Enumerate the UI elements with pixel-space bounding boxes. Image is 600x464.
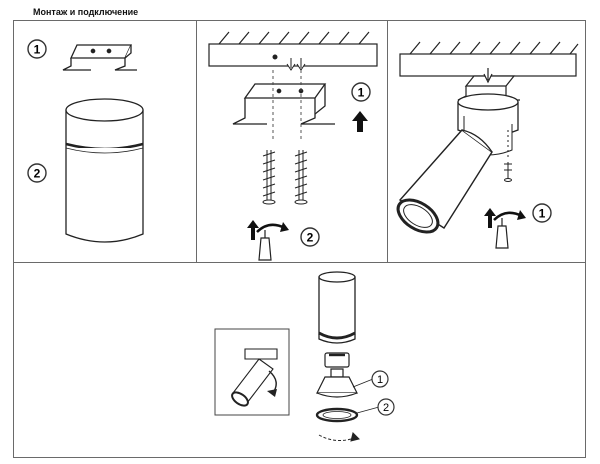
mounting-bracket — [232, 83, 335, 125]
step-badge-1: 1 — [532, 203, 552, 223]
panel-components: 1 2 — [13, 20, 196, 262]
ceiling — [399, 41, 579, 77]
components-illustration: 1 2 — [27, 39, 144, 243]
step-badge-2: 2 — [300, 227, 320, 247]
panel-lamp-attach: 1 — [387, 20, 586, 262]
svg-text:1: 1 — [358, 86, 365, 100]
arrow-up-icon — [352, 111, 368, 132]
svg-text:1: 1 — [377, 374, 383, 386]
svg-text:1: 1 — [539, 207, 546, 221]
leader-line — [356, 406, 380, 414]
lamp-attach-illustration: 1 — [396, 41, 579, 249]
leader-line — [352, 378, 374, 388]
twist-arrow-icon — [318, 432, 360, 442]
svg-text:1: 1 — [34, 43, 41, 57]
panel-bracket-mounting: 1 2 — [196, 20, 387, 262]
side-screw — [504, 130, 512, 182]
mounting-bracket — [62, 44, 137, 71]
socket — [324, 352, 350, 368]
lamp-body — [318, 271, 356, 344]
step-badge-2: 2 — [27, 163, 47, 183]
svg-text:2: 2 — [34, 167, 41, 181]
instruction-frame — [13, 20, 586, 458]
screwdriver-rotate-icon — [484, 208, 526, 249]
step-badge-2: 2 — [377, 398, 395, 416]
panel-lamp-installation: 1 2 — [13, 262, 586, 458]
ceiling — [208, 31, 378, 67]
page-title: Монтаж и подключение — [33, 7, 139, 17]
lamp-head — [396, 129, 493, 234]
bracket-mounting-illustration: 1 2 — [208, 31, 378, 261]
svg-text:2: 2 — [383, 402, 389, 414]
lamp-base — [457, 93, 519, 156]
lamp-installation-illustration: 1 2 — [214, 271, 395, 442]
mounting-bracket — [457, 68, 520, 101]
screwdriver-rotate-icon — [247, 220, 289, 261]
inset-adjust-view — [214, 328, 290, 416]
led-lamp — [316, 368, 374, 398]
step-badge-1: 1 — [27, 39, 47, 59]
wall-screw — [294, 150, 308, 205]
lamp-body — [65, 98, 144, 243]
step-badge-1: 1 — [371, 370, 389, 388]
retaining-ring — [315, 406, 380, 423]
svg-text:2: 2 — [307, 231, 314, 245]
wall-screw — [262, 150, 276, 205]
step-badge-1: 1 — [351, 82, 371, 102]
dashed-guides — [272, 70, 302, 140]
